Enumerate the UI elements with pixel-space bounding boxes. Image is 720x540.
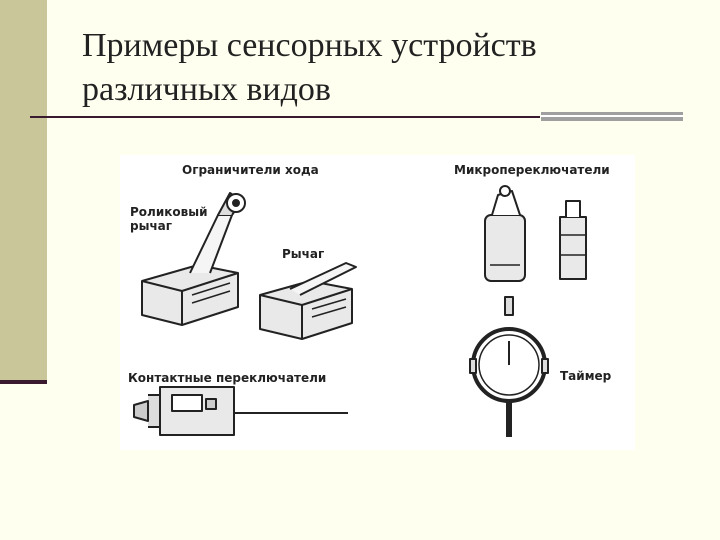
slide-title: Примеры сенсорных устройств различных ви…: [82, 27, 537, 108]
timer-gauge-image: [469, 296, 549, 437]
sensor-devices-drawing: [133, 185, 587, 437]
label-timer: Таймер: [560, 369, 612, 383]
label-roller-lever: Роликовый рычаг: [130, 205, 208, 233]
label-limit-switches: Ограничители хода: [182, 163, 319, 177]
microswitch-images: [484, 185, 587, 282]
title-rule: [30, 116, 540, 118]
lever-switch-image: [259, 262, 357, 340]
sidebar-decoration: [0, 0, 47, 380]
contact-switch-image: [133, 386, 348, 436]
label-microswitches: Микропереключатели: [454, 163, 610, 177]
roller-lever-switch-image: [141, 192, 246, 326]
label-contact-switches: Контактные переключатели: [128, 371, 327, 385]
title-rule-accent: [541, 112, 683, 121]
sidebar-underline: [0, 380, 47, 384]
label-lever: Рычаг: [282, 247, 325, 261]
sensor-devices-figure: Ограничители хода Микропереключатели Рол…: [120, 155, 635, 450]
